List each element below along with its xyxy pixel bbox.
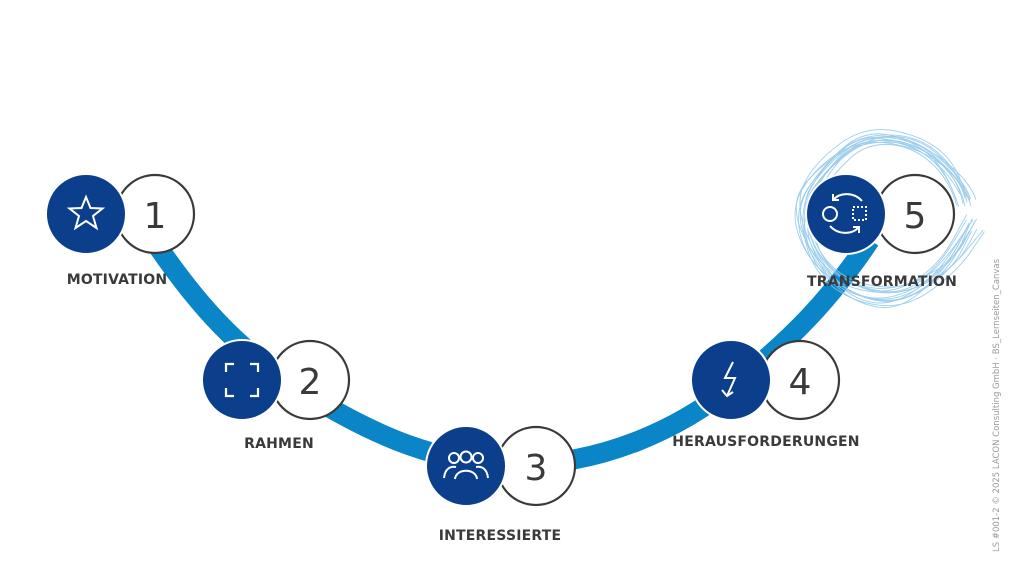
step-number: 1 [144,196,167,237]
icon-circle [425,425,507,507]
scribble-stroke [803,138,969,304]
step-number: 3 [525,448,548,489]
scribble-stroke [802,134,985,307]
people-group-icon [443,450,489,480]
step-label-transformation: TRANSFORMATION [806,274,958,290]
step-motivation: 1 [45,173,196,255]
step-interessierte: 3 [425,425,577,507]
frame-corners-icon [224,362,260,398]
step-number: 2 [299,362,322,403]
step-label-rahmen: RAHMEN [244,436,314,452]
scribble-stroke [795,136,976,289]
step-label-herausforderungen: HERAUSFORDERUNGEN [672,434,860,450]
step-herausforderungen: 4 [690,339,841,421]
step-transformation: 5 [805,173,956,255]
step-number: 4 [789,362,812,403]
step-rahmen: 2 [201,339,351,421]
footer-copyright: LS #001-2 © 2025 LACON Consulting GmbH ·… [992,258,1002,552]
scribble-stroke [807,139,968,309]
icon-circle [201,339,283,421]
step-label-interessierte: INTERESSIERTE [438,528,562,544]
scribble-stroke [805,141,974,293]
lightning-bolt-icon [721,361,737,398]
icon-circle [690,339,772,421]
icon-circle [805,173,887,255]
star-icon [66,194,106,231]
icon-circle [45,173,127,255]
step-label-motivation: MOTIVATION [66,272,168,288]
scribble-stroke [798,136,984,302]
transform-cycle-icon [822,193,867,234]
scribble-stroke [794,141,978,294]
step-number: 5 [904,196,927,237]
